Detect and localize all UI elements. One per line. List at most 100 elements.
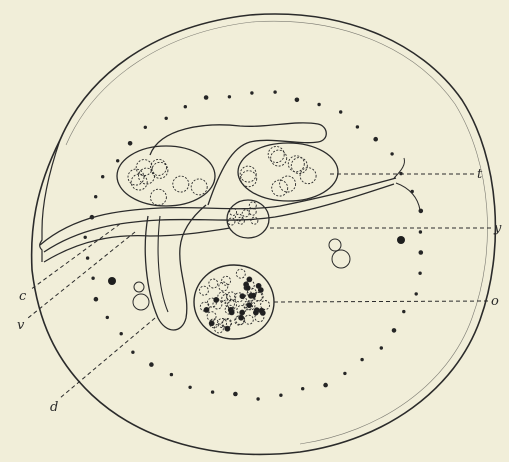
cell-nucleus: [247, 277, 252, 282]
cell-nucleus: [209, 321, 214, 326]
ring-dot: [106, 316, 109, 319]
ring-dot: [170, 373, 173, 376]
ring-dot: [116, 159, 119, 162]
cell-nucleus: [173, 176, 189, 192]
ring-dot: [188, 386, 191, 389]
ring-dot: [402, 310, 405, 313]
ring-dot: [295, 98, 300, 103]
cell-nuclei: [128, 147, 316, 333]
ring-dot: [128, 141, 133, 146]
cell-nucleus: [259, 308, 264, 313]
ring-dot: [323, 383, 328, 388]
cell-nucleus: [199, 286, 208, 295]
cell-nucleus: [204, 307, 209, 312]
cell-nucleus: [219, 282, 228, 291]
cell-nucleus: [239, 315, 244, 320]
cell-nucleus: [237, 217, 244, 224]
cell-nucleus: [247, 303, 252, 308]
ring-dot: [94, 297, 99, 302]
cell-nucleus: [225, 326, 230, 331]
ring-dot: [380, 346, 383, 349]
ring-dot: [84, 236, 87, 239]
cell-nucleus: [150, 189, 166, 205]
transverse-canal: [40, 178, 396, 245]
ring-dot: [101, 175, 104, 178]
ring-dot: [301, 387, 304, 390]
cell-nucleus: [228, 218, 235, 225]
dark-granule: [397, 236, 405, 244]
cell-nucleus: [300, 168, 316, 184]
vacuole-circle: [332, 250, 350, 268]
upper-loop: [150, 123, 326, 205]
vacuole-circle: [329, 239, 341, 251]
cell-nucleus: [230, 208, 237, 215]
ring-dot: [94, 195, 97, 198]
ring-dot: [131, 351, 134, 354]
cell-nucleus: [222, 276, 231, 285]
ring-dot: [392, 328, 397, 333]
cell-nucleus: [136, 160, 152, 176]
label-v: v: [17, 318, 25, 333]
ring-dot: [211, 390, 214, 393]
cell-nucleus: [191, 179, 207, 195]
cell-nucleus: [251, 217, 258, 224]
ring-dot: [184, 105, 187, 108]
ring-dot: [339, 110, 342, 113]
descending-duct: [145, 205, 206, 330]
ring-dot: [273, 90, 276, 93]
ring-dot: [373, 137, 378, 142]
ring-dot: [390, 152, 393, 155]
ring-dot: [256, 397, 259, 400]
cell-nucleus: [218, 292, 227, 301]
cell-nucleus: [236, 269, 245, 278]
label-d: d: [50, 400, 58, 415]
label-o: o: [491, 294, 499, 309]
ring-dot: [360, 358, 363, 361]
cell-nucleus: [242, 210, 249, 217]
ring-dot: [250, 91, 253, 94]
cell-nucleus: [256, 283, 261, 288]
cell-nucleus: [240, 310, 245, 315]
cell-nucleus: [240, 166, 256, 182]
ring-dot: [343, 372, 346, 375]
ring-dot: [149, 362, 154, 367]
cell-nucleus: [291, 158, 307, 174]
cell-nucleus: [209, 279, 218, 288]
vacuole-circle: [134, 282, 144, 292]
cell-nucleus: [244, 315, 253, 324]
ring-dot: [204, 95, 209, 100]
ring-dot: [144, 126, 147, 129]
cell-nucleus: [240, 294, 245, 299]
ring-dot: [86, 256, 89, 259]
dark-granule: [108, 277, 116, 285]
cell-nucleus: [245, 285, 250, 290]
ring-dot: [415, 292, 418, 295]
cell-nucleus: [253, 310, 258, 315]
ring-dot: [419, 209, 424, 214]
descending-duct: [158, 216, 168, 312]
ring-dot: [419, 230, 422, 233]
ring-dot: [120, 332, 123, 335]
ring-dot: [228, 95, 231, 98]
ring-dot: [418, 272, 421, 275]
label-c: c: [19, 289, 27, 304]
canal-lower-branch: [44, 228, 230, 262]
cell-nucleus: [131, 174, 147, 190]
body-outline: [32, 14, 496, 454]
canal-branch-right: [394, 158, 420, 210]
cell-nucleus: [268, 147, 284, 163]
label-t: t: [477, 167, 483, 182]
ring-dot: [91, 277, 94, 280]
dotted-ring: [84, 90, 424, 400]
cell-nucleus: [251, 293, 256, 298]
ring-dot: [233, 392, 238, 397]
cell-nucleus: [229, 310, 234, 315]
ring-dot: [419, 250, 424, 255]
ring-dot: [317, 103, 320, 106]
ring-dot: [356, 125, 359, 128]
label-y: y: [493, 221, 502, 236]
ring-dot: [165, 117, 168, 120]
cell-nucleus: [214, 297, 219, 302]
vacuole-circle: [133, 294, 149, 310]
